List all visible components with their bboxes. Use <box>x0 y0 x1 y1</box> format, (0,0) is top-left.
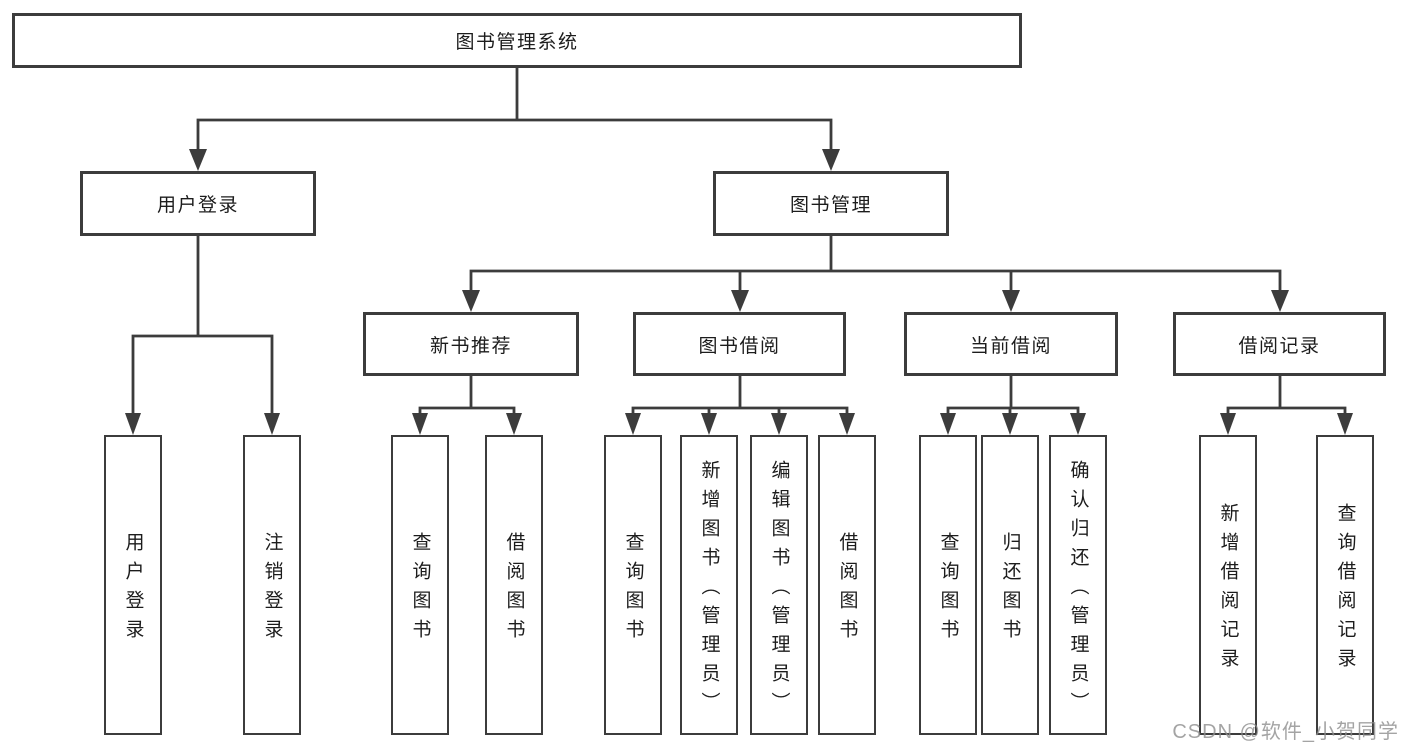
node-borrowing-records: 借阅记录 <box>1173 312 1386 376</box>
node-label: 新增借阅记录 <box>1217 503 1239 677</box>
node-label: 查询借阅记录 <box>1334 503 1356 677</box>
node-query-books-recommend: 查询图书 <box>391 435 449 735</box>
node-label: 新书推荐 <box>429 335 512 357</box>
node-add-borrow-record: 新增借阅记录 <box>1199 435 1257 735</box>
node-return-books: 归还图书 <box>981 435 1039 735</box>
node-label: 查询图书 <box>622 532 644 648</box>
node-borrow-books-recommend: 借阅图书 <box>485 435 543 735</box>
node-user-login: 用户登录 <box>104 435 162 735</box>
node-library-management-system: 图书管理系统 <box>12 13 1022 68</box>
node-current-borrowing: 当前借阅 <box>904 312 1118 376</box>
node-label: 借阅图书 <box>503 532 525 648</box>
node-label: 图书管理系统 <box>455 32 579 53</box>
node-edit-books-admin: 编辑图书（管理员） <box>750 435 808 735</box>
node-label: 注销登录 <box>261 532 283 648</box>
node-confirm-return-admin: 确认归还（管理员） <box>1049 435 1107 735</box>
node-label: 用户登录 <box>122 532 144 648</box>
csdn-watermark: CSDN @软件_小贺同学 <box>1172 721 1399 743</box>
node-label: 新增图书（管理员） <box>698 459 720 721</box>
node-label: 查询图书 <box>937 532 959 648</box>
node-add-books-admin: 新增图书（管理员） <box>680 435 738 735</box>
node-label: 查询图书 <box>409 532 431 648</box>
node-label: 当前借阅 <box>969 335 1052 357</box>
node-label: 图书借阅 <box>698 335 781 357</box>
node-borrow-books: 借阅图书 <box>818 435 876 735</box>
node-book-management: 图书管理 <box>713 171 949 236</box>
node-label: 归还图书 <box>999 532 1021 648</box>
node-label: 确认归还（管理员） <box>1067 459 1089 721</box>
node-user-login-branch: 用户登录 <box>80 171 316 236</box>
node-query-books-borrowing: 查询图书 <box>604 435 662 735</box>
node-query-borrow-record: 查询借阅记录 <box>1316 435 1374 735</box>
node-book-borrowing: 图书借阅 <box>633 312 846 376</box>
node-label: 编辑图书（管理员） <box>768 459 790 721</box>
node-label: 借阅记录 <box>1238 335 1321 357</box>
node-label: 用户登录 <box>156 195 239 216</box>
node-logout: 注销登录 <box>243 435 301 735</box>
node-label: 图书管理 <box>789 195 872 216</box>
node-label: 借阅图书 <box>836 532 858 648</box>
node-query-books-current: 查询图书 <box>919 435 977 735</box>
node-new-book-recommendation: 新书推荐 <box>363 312 579 376</box>
